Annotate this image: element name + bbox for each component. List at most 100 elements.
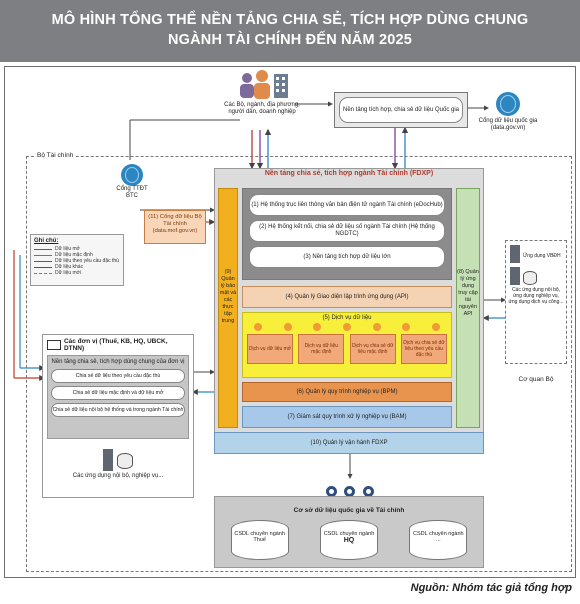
service-card: Dịch vụ dữ liệu mở [247,334,293,364]
legend-label: Dữ liệu mở [55,246,80,252]
service-card: Dịch vụ dữ liệu mặc định [298,334,345,364]
legend-label: Dữ liệu theo yêu cầu đặc thù [55,258,119,264]
data-services-title: (5) Dịch vụ dữ liệu [322,315,372,321]
legend-swatch [34,266,52,268]
diagram-frame [4,66,576,578]
ministry-boundary [26,156,572,572]
units-title: Các đơn vị (Thuế, KB, HQ, UBCK, DTNN) [63,338,168,352]
server-icon [510,267,520,285]
national-db-section: Cơ sở dữ liệu quốc gia về Tài chính CSDL… [214,496,484,568]
legend-label: Dữ liệu mặc định [55,252,93,258]
national-portal-label: Cổng dữ liệu quốc gia (data.gov.vn) [478,118,538,131]
db-list: CSDL chuyên ngành Thuế CSDL chuyên ngành… [215,520,483,560]
legend-item: Dữ liệu theo yêu cầu đặc thù [34,258,120,264]
legend-item: Dữ liệu mặc định [34,252,120,258]
service-icons [243,323,451,331]
legend-item: Dữ liệu mở [34,246,120,252]
agencies-bottom [506,267,566,285]
legend-swatch [34,272,52,274]
national-platform: Nền tảng tích hợp, chia sẻ dữ liệu Quốc … [334,92,468,128]
server-icon [510,245,520,263]
db-line-1: CSDL chuyên ngành [413,531,464,537]
ngdtc-item: (2) Hệ thống kết nối, chia sẻ dữ liệu số… [249,220,445,242]
agencies-app-2: Các ứng dụng nội bộ, ứng dụng nghiệp vụ,… [508,287,564,305]
ttdt-label: Cổng TTĐT BTC [116,186,148,199]
actors-node: Các Bộ, ngành, địa phương, người dân, do… [224,70,300,116]
ministry-label: Bộ Tài chính [34,152,77,159]
national-platform-label: Nền tảng tích hợp, chia sẻ dữ liệu Quốc … [339,97,463,123]
units-header: Các đơn vị (Thuế, KB, HQ, UBCK, DTNN) [43,335,193,355]
legend-title: Ghi chú: [34,238,59,244]
actors-label: Các Bộ, ngành, địa phương, người dân, do… [224,102,300,115]
db-section-title: Cơ sở dữ liệu quốc gia về Tài chính [293,507,405,514]
gear-icon [344,485,356,497]
lightbulb-icon [372,323,381,331]
db-cylinder: CSDL chuyên ngành HQ [319,520,378,560]
legend-swatch [34,248,52,250]
units-item: Chia sẻ dữ liệu theo yêu cầu đặc thù [51,369,185,383]
legend-label: Dữ liệu khác [55,264,84,270]
units-platform: Nền tảng chia sẻ, tích hợp dùng chung củ… [47,355,189,439]
units-apps-label: Các ứng dụng nội bộ, nghiệp vụ... [72,473,164,479]
national-portal-node: Cổng dữ liệu quốc gia (data.gov.vn) [478,92,538,132]
core-systems-group: (1) Hệ thống trục liên thông văn bản điệ… [242,188,452,280]
lightbulb-icon [402,323,411,331]
title-line-2: NGÀNH TÀI CHÍNH ĐẾN NĂM 2025 [167,32,413,48]
db-line-2: ... [436,537,441,543]
agencies-app-1: Ứng dụng VBĐH [523,253,561,259]
ttdt-node: Cổng TTĐT BTC [112,164,152,200]
agencies-label: Cơ quan Bộ [518,376,554,383]
big-data-item: (3) Nền tảng tích hợp dữ liệu lớn [249,246,445,268]
agencies-top: Ứng dụng VBĐH [506,241,566,267]
bpm-bar: (6) Quản lý quy trình nghiệp vụ (BPM) [242,382,452,402]
security-bar: (9) Quản lý bảo mật và các thực tập trun… [218,188,238,428]
db-line-2: Thuế [253,537,266,543]
bam-bar: (7) Giám sát quy trình xử lý nghiệp vụ (… [242,406,452,428]
fdxp-title: Nền tảng chia sẻ, tích hợp ngành Tài chí… [264,170,434,177]
legend-item: Dữ liệu mới [34,270,120,276]
data-services-group: (5) Dịch vụ dữ liệu Dịch vụ dữ liệu mở D… [242,312,452,378]
legend-swatch [34,260,52,262]
db-cylinder: CSDL chuyên ngành Thuế [230,520,289,560]
lightbulb-icon [342,323,351,331]
legend-box: Ghi chú: Dữ liệu mở Dữ liệu mặc định Dữ … [30,234,124,286]
service-card: Dịch vụ chia sẻ dữ liệu mặc định [349,334,396,364]
people-icon [224,70,300,102]
data-portal-box: (11) Cổng dữ liệu Bộ Tài chính (data.mof… [144,210,206,244]
units-app-icons [43,449,193,471]
legend-label: Dữ liệu mới [55,270,82,276]
db-line-2: HQ [343,537,355,544]
fdxp-management-bar: (10) Quản lý vận hành FDXP [214,432,484,454]
db-line-1: CSDL chuyên ngành [323,531,375,537]
api-access-bar: (8) Quản lý ứng dụng truy cập tài nguyên… [456,188,480,428]
globe-icon [496,92,520,116]
gear-cluster [322,480,378,502]
units-panel: Các đơn vị (Thuế, KB, HQ, UBCK, DTNN) Nề… [42,334,194,498]
service-card: Dịch vụ chia sẻ dữ liệu theo yêu cầu đặc… [400,334,447,364]
database-icon [523,271,537,285]
server-icon [103,449,113,471]
lightbulb-icon [253,323,262,331]
agencies-panel: Ứng dụng VBĐH Các ứng dụng nội bộ, ứng d… [505,240,567,364]
api-management-bar: (4) Quản lý Giao diện lập trình ứng dụng… [242,286,452,308]
database-icon [117,453,133,469]
source-note: Nguồn: Nhóm tác giả tổng hợp [410,582,572,594]
gear-icon [325,485,337,497]
gear-icon [363,485,375,497]
title-line-1: MÔ HÌNH TỔNG THỂ NỀN TẢNG CHIA SẺ, TÍCH … [51,12,529,28]
lightbulb-icon [313,323,322,331]
lightbulb-icon [283,323,292,331]
bank-icon [47,340,61,350]
edochub-item: (1) Hệ thống trục liên thông văn bản điệ… [249,194,445,216]
diagram-title: MÔ HÌNH TỔNG THỂ NỀN TẢNG CHIA SẺ, TÍCH … [0,0,580,62]
globe-icon [121,164,143,186]
db-cylinder: CSDL chuyên ngành ... [409,520,468,560]
lightbulb-icon [432,323,441,331]
units-item: Chia sẻ dữ liệu mặc định và dữ liệu mở [51,386,185,400]
legend-item: Dữ liệu khác [34,264,120,270]
service-cards: Dịch vụ dữ liệu mở Dịch vụ dữ liệu mặc đ… [243,331,451,367]
db-line-1: CSDL chuyên ngành [234,531,285,537]
units-platform-title: Nền tảng chia sẻ, tích hợp dùng chung củ… [51,359,185,365]
legend-swatch [34,254,52,256]
units-item: Chia sẻ dữ liệu nội bộ hệ thống và trong… [51,403,185,417]
